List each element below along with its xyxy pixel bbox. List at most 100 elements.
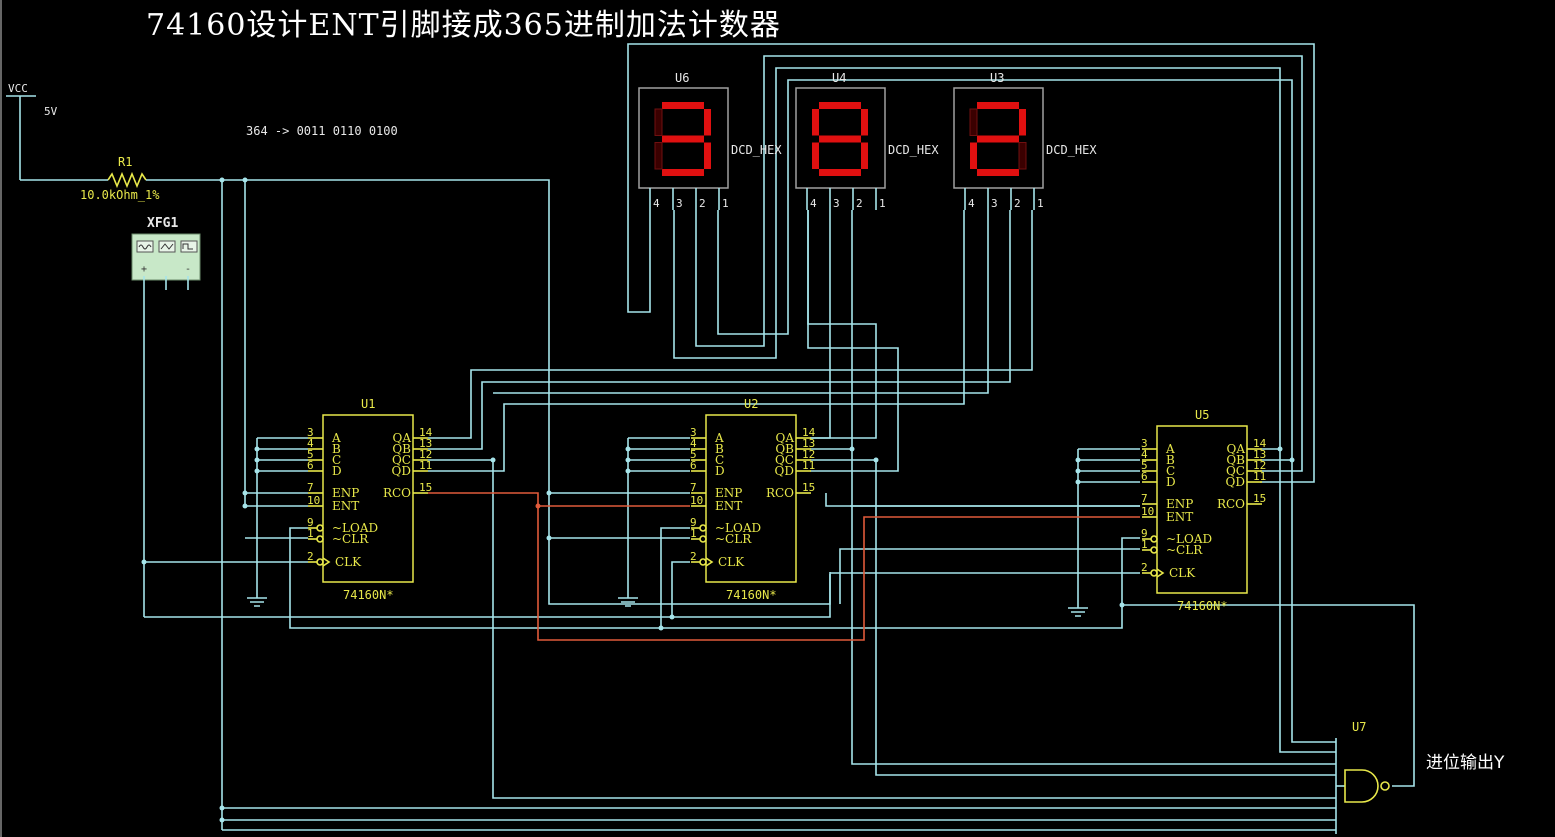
pin-number: 4 bbox=[690, 437, 697, 450]
pin-bubble bbox=[1150, 546, 1158, 554]
segment-e bbox=[654, 142, 663, 170]
pin-name: ~LOAD bbox=[1166, 532, 1212, 546]
resistor-zigzag bbox=[107, 171, 147, 189]
segment-c bbox=[861, 142, 868, 169]
pin-number: 3 bbox=[690, 426, 697, 439]
clock-wedge bbox=[705, 557, 714, 567]
pin-name: QA bbox=[775, 431, 794, 445]
pin-number: 4 bbox=[307, 437, 314, 450]
pin-name: QD bbox=[392, 464, 411, 478]
pin-number: 10 bbox=[690, 494, 703, 507]
pin-number: 3 bbox=[307, 426, 314, 439]
pin-name: CLK bbox=[1169, 566, 1196, 580]
segment-d bbox=[977, 169, 1019, 176]
pin-name: ~CLR bbox=[332, 532, 369, 546]
generator-square-icon bbox=[180, 240, 198, 253]
pin-name: CLK bbox=[335, 555, 362, 569]
pin-number: 7 bbox=[307, 481, 314, 494]
pin-number: 1 bbox=[1141, 538, 1148, 551]
pin-bubble bbox=[699, 558, 707, 566]
pin-name: QB bbox=[1226, 453, 1245, 467]
pin-number: 6 bbox=[1141, 470, 1148, 483]
pin-name: ~CLR bbox=[715, 532, 752, 546]
pin-name: QC bbox=[392, 453, 411, 467]
display-pin-number: 4 bbox=[653, 197, 660, 210]
pin-name: RCO bbox=[383, 486, 411, 500]
nand-gate-u7[interactable]: U7 进位输出Y bbox=[1344, 720, 1505, 803]
segment-c bbox=[704, 142, 711, 169]
pin-name: QC bbox=[775, 453, 794, 467]
display-pin-number: 4 bbox=[968, 197, 975, 210]
pin-number: 4 bbox=[1141, 448, 1148, 461]
pin-name: A bbox=[714, 431, 724, 445]
pin-number: 6 bbox=[307, 459, 314, 472]
pin-number: 6 bbox=[690, 459, 697, 472]
pin-name: ENT bbox=[332, 499, 359, 513]
pin-number: 9 bbox=[307, 516, 314, 529]
resistor-r1[interactable]: R1 10.0kOhm_1% bbox=[80, 155, 160, 202]
pin-number: 3 bbox=[1141, 437, 1148, 450]
display-pin-number: 3 bbox=[833, 197, 840, 210]
generator-pin-minus: - bbox=[185, 264, 191, 275]
clock-wedge bbox=[1156, 568, 1165, 578]
pin-bubble bbox=[699, 535, 707, 543]
pin-number: 5 bbox=[690, 448, 697, 461]
segment-a bbox=[977, 102, 1019, 109]
display-pin-number: 1 bbox=[722, 197, 729, 210]
generator-pin-plus: + bbox=[141, 264, 147, 275]
pin-name: ENP bbox=[715, 486, 742, 500]
pin-bubble bbox=[1150, 535, 1158, 543]
resistor-value: 10.0kOhm_1% bbox=[80, 188, 160, 202]
pin-number: 2 bbox=[1141, 561, 1148, 574]
vcc-source[interactable]: VCC 5V bbox=[6, 82, 58, 180]
pin-name: C bbox=[1166, 464, 1175, 478]
pin-name: B bbox=[332, 442, 341, 456]
display-pin-number: 2 bbox=[1014, 197, 1021, 210]
counter-part: 74160N* bbox=[1177, 599, 1228, 613]
segment-f bbox=[812, 109, 819, 136]
vcc-label: VCC bbox=[8, 82, 28, 95]
pin-name: ENT bbox=[715, 499, 742, 513]
display-type: DCD_HEX bbox=[731, 143, 782, 157]
pin-number: 13 bbox=[1253, 448, 1266, 461]
generator-sine-icon bbox=[136, 240, 154, 253]
display-pin-number: 3 bbox=[676, 197, 683, 210]
display-pin-number: 1 bbox=[879, 197, 886, 210]
segment-g bbox=[662, 135, 704, 143]
gate-bubble bbox=[1380, 781, 1390, 791]
pin-name: QD bbox=[1226, 475, 1245, 489]
pin-name: B bbox=[715, 442, 724, 456]
display-pin-number: 4 bbox=[810, 197, 817, 210]
segment-e bbox=[970, 142, 977, 169]
pin-name: QD bbox=[775, 464, 794, 478]
pin-name: D bbox=[1166, 475, 1176, 489]
pin-name: D bbox=[332, 464, 342, 478]
segment-a bbox=[662, 102, 704, 109]
pin-name: ENT bbox=[1166, 510, 1193, 524]
pin-number: 1 bbox=[307, 527, 314, 540]
pin-bubble bbox=[316, 558, 324, 566]
ground-symbols bbox=[247, 597, 1088, 617]
pin-number: 7 bbox=[1141, 492, 1148, 505]
counter-body bbox=[1156, 425, 1248, 594]
pin-name: QB bbox=[392, 442, 411, 456]
pin-bubble bbox=[1150, 569, 1158, 577]
pin-number: 11 bbox=[802, 459, 815, 472]
counter-body bbox=[705, 414, 797, 583]
pin-number: 15 bbox=[1253, 492, 1266, 505]
pin-name: ENP bbox=[332, 486, 359, 500]
pin-number: 2 bbox=[690, 550, 697, 563]
pin-name: ENP bbox=[1166, 497, 1193, 511]
pin-number: 12 bbox=[419, 448, 432, 461]
wires bbox=[20, 43, 1415, 834]
pin-number: 14 bbox=[802, 426, 816, 439]
counter-ref: U2 bbox=[744, 397, 758, 411]
function-generator-xfg1[interactable]: XFG1 + - bbox=[131, 216, 201, 290]
resistor-ref: R1 bbox=[118, 155, 132, 169]
